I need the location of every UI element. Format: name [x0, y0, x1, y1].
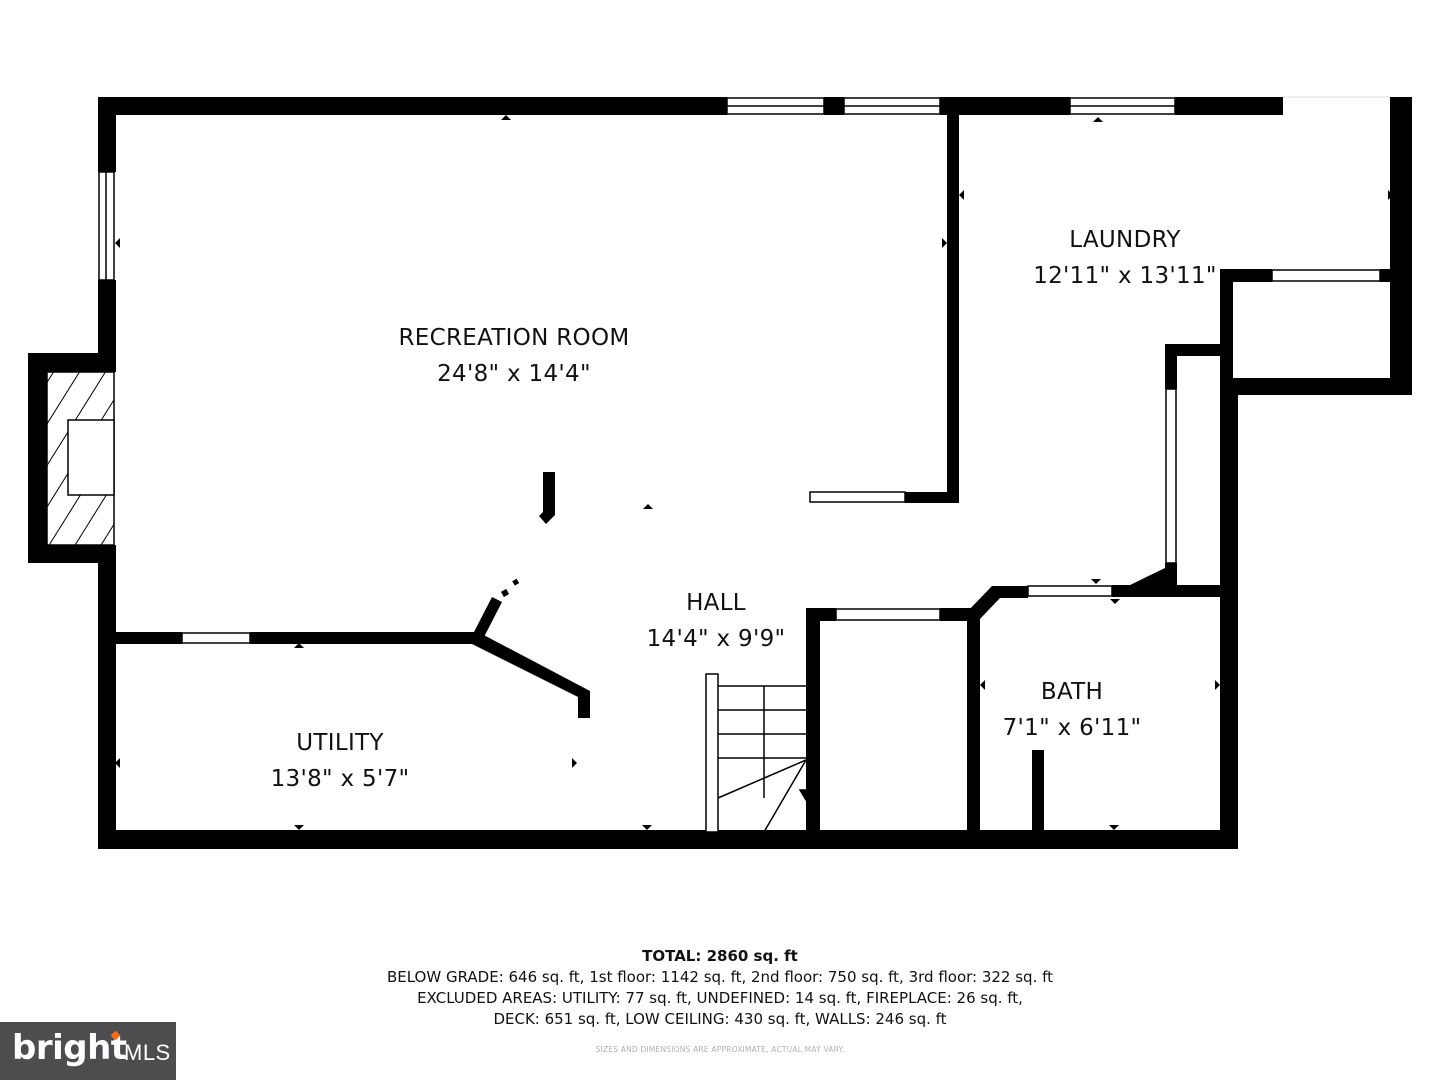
closet-top-right	[940, 608, 975, 621]
room-size: 7'1" x 6'11"	[1002, 715, 1142, 741]
stairs	[705, 673, 809, 833]
window-laundry-inner	[1165, 388, 1177, 564]
room-name: LAUNDRY	[1069, 227, 1181, 253]
room-bath: BATH 7'1" x 6'11"	[972, 674, 1172, 746]
room-size: 24'8" x 14'4"	[437, 361, 591, 387]
total-area: TOTAL: 2860 sq. ft	[642, 947, 798, 965]
top-wall-a	[98, 97, 727, 115]
top-wall-b	[824, 97, 844, 115]
window-rec-foot	[809, 491, 906, 503]
utility-door-jamb	[474, 597, 502, 637]
window-utility	[181, 632, 251, 644]
utility-door-tick-2	[512, 578, 520, 586]
bottom-wall	[98, 830, 1238, 849]
closet-right-partition	[967, 608, 980, 843]
left-wall-lower	[98, 545, 116, 849]
right-wall-upper	[1390, 97, 1412, 395]
utility-angled-wall	[472, 632, 590, 718]
room-size: 12'11" x 13'11"	[1033, 263, 1217, 289]
window-bath	[1027, 585, 1113, 597]
room-recreation: RECREATION ROOM 24'8" x 14'4"	[364, 320, 664, 392]
excluded-areas: EXCLUDED AREAS: UTILITY: 77 sq. ft, UNDE…	[417, 989, 1023, 1007]
stair-arrow	[798, 789, 809, 803]
disclaimer: SIZES AND DIMENSIONS ARE APPROXIMATE, AC…	[595, 1045, 845, 1054]
utility-top-wall-right	[250, 632, 480, 644]
room-name: HALL	[686, 590, 746, 616]
room-name: BATH	[1040, 679, 1104, 705]
closet-top-left	[806, 608, 836, 621]
rec-laundry-wall	[947, 97, 959, 503]
room-utility: UTILITY 13'8" x 5'7"	[240, 725, 440, 797]
bath-wall-wedge	[1130, 568, 1177, 597]
window-laundry-closet	[1271, 269, 1381, 282]
utility-top-wall-left	[98, 632, 182, 644]
closet-left-partition	[806, 608, 820, 843]
fireplace-wall-bottom	[28, 545, 116, 563]
fireplace-hearth	[67, 419, 115, 496]
fireplace-wall-top	[28, 353, 116, 372]
markers	[115, 115, 1393, 830]
bright-mls-logo: bright MLS	[0, 1022, 176, 1080]
rec-wall-stub	[539, 472, 555, 524]
right-wall-lower	[1220, 378, 1238, 849]
utility-door-tick	[500, 588, 510, 598]
left-wall-upper	[98, 97, 116, 172]
fireplace-wall-left	[28, 353, 47, 563]
windows	[98, 97, 1381, 644]
area-summary: TOTAL: 2860 sq. ft BELOW GRADE: 646 sq. …	[300, 946, 1140, 1030]
walls	[28, 97, 1412, 849]
fireplace	[46, 371, 115, 546]
rec-laundry-wall-foot	[905, 492, 959, 503]
closet-bottom-wall	[1220, 378, 1412, 395]
room-name: UTILITY	[296, 730, 384, 756]
area-breakdown: BELOW GRADE: 646 sq. ft, 1st floor: 1142…	[386, 968, 1054, 986]
room-size: 13'8" x 5'7"	[270, 766, 410, 792]
room-hall: HALL 14'4" x 9'9"	[616, 585, 816, 657]
laundry-inner-wall-top	[1165, 344, 1230, 356]
logo-brand: bright	[12, 1028, 127, 1068]
room-size: 14'4" x 9'9"	[646, 626, 786, 652]
bath-stub	[1032, 750, 1044, 845]
excluded-areas-cont: DECK: 651 sq. ft, LOW CEILING: 430 sq. f…	[493, 1010, 947, 1028]
window-closet	[835, 608, 941, 621]
top-wall-c	[940, 97, 1070, 115]
top-wall-d	[1175, 97, 1283, 115]
room-laundry: LAUNDRY 12'11" x 13'11"	[1010, 222, 1240, 294]
closet-top-wall-right	[1380, 269, 1402, 282]
bath-angled-wall	[967, 586, 1028, 620]
logo-suffix: MLS	[124, 1040, 171, 1065]
room-name: RECREATION ROOM	[398, 325, 630, 351]
left-wall-mid	[98, 280, 116, 372]
laundry-inner-wall-upper	[1165, 344, 1177, 389]
